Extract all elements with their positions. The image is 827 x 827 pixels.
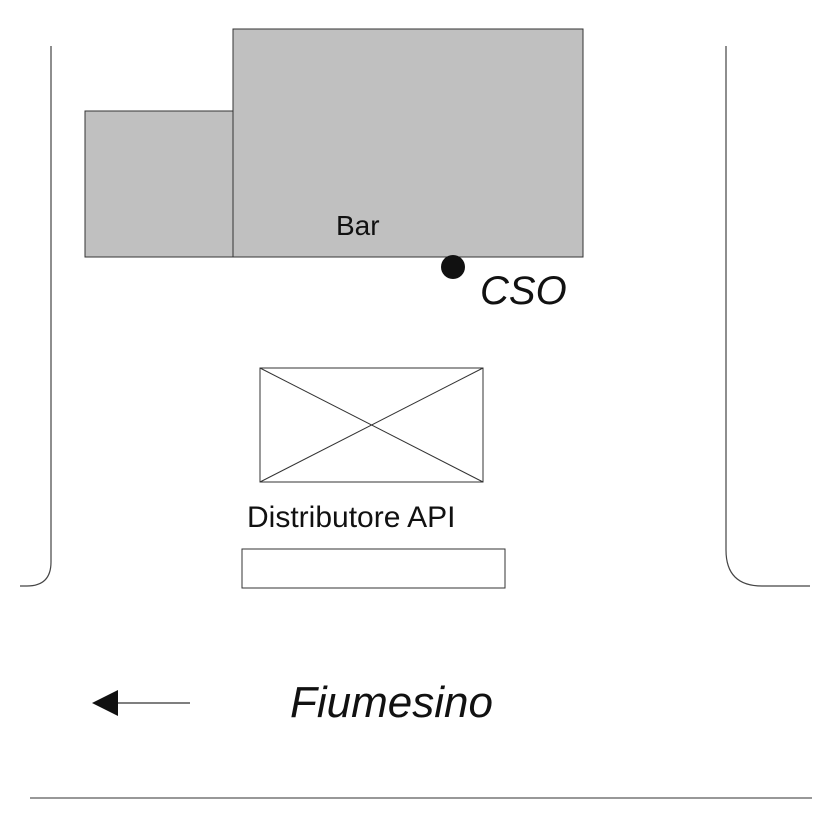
distributor-label: Distributore API (247, 501, 455, 534)
cso-marker-icon (441, 255, 465, 279)
left-road-edge (20, 46, 52, 587)
arrow-left-icon (92, 690, 190, 716)
direction-label: Fiumesino (290, 678, 493, 727)
building-annex (84, 110, 234, 258)
bar-label: Bar (336, 210, 380, 241)
building-bar (232, 28, 584, 258)
pump-island (241, 548, 506, 589)
right-road-edge (725, 46, 810, 587)
pump-symbol-icon (259, 367, 484, 483)
cso-label: CSO (480, 269, 567, 313)
